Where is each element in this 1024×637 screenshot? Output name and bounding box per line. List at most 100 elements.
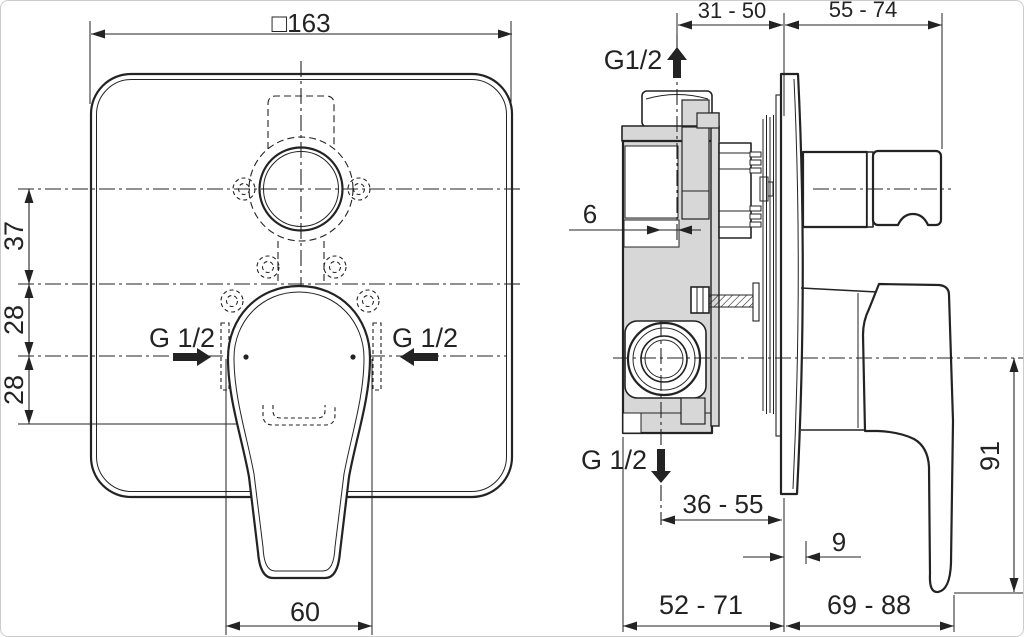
arrowhead-icon — [768, 515, 782, 525]
arrowhead-icon — [785, 20, 799, 30]
mount-ear — [323, 255, 347, 279]
arrowhead-icon — [24, 342, 34, 356]
arrowhead-icon — [769, 20, 783, 30]
dimension-text-28: 28 — [1, 375, 29, 405]
inlet-right: G 1/2 — [392, 323, 458, 366]
flow-down-arrow-icon — [651, 449, 671, 483]
outlet-bottom-label: G 1/2 — [581, 445, 647, 475]
dimension-text-37: 37 — [1, 221, 29, 251]
arrowhead-icon — [1009, 358, 1019, 372]
riser-column — [681, 126, 710, 220]
body-notch — [622, 412, 642, 434]
mounting-plate-bar — [710, 112, 720, 427]
dimension-text: 6 — [583, 199, 597, 229]
body-ear — [220, 289, 244, 313]
front-view: G 1/2 G 1/2 □163 37 28 28 — [1, 8, 523, 635]
arrowhead-icon — [1009, 578, 1019, 592]
arrowhead-icon — [24, 284, 34, 298]
dimension-text: 55 - 74 — [829, 1, 898, 22]
body-band — [623, 219, 680, 248]
handle-outline — [226, 284, 372, 580]
arrowhead-icon — [786, 621, 800, 631]
body-ear-hole — [361, 294, 375, 308]
valve-body-section — [621, 90, 720, 435]
inlet-left: G 1/2 — [149, 323, 215, 366]
dimension-handle-60: 60 — [225, 359, 373, 635]
arrowhead-icon — [770, 621, 784, 631]
outlet-top-label: G1/2 — [604, 45, 663, 75]
body-ear — [356, 289, 380, 313]
riser-box-dashed — [267, 95, 335, 149]
dimension-text: 69 - 88 — [827, 590, 911, 620]
shower-outlet — [258, 146, 344, 232]
dimension-outlet-depth: 36 - 55 — [661, 489, 782, 525]
hub-end-block — [871, 149, 943, 227]
flow-up-arrow-icon — [667, 47, 687, 78]
body-ear-hole — [225, 294, 239, 308]
dimension-text: 9 — [832, 527, 846, 557]
mount-ear-hole — [261, 260, 275, 274]
screw-head — [690, 286, 710, 314]
dimension-text: 91 — [975, 441, 1005, 471]
lever-blade — [861, 282, 955, 594]
function-box-dashed — [262, 405, 336, 426]
function-box-inner-dashed — [272, 405, 326, 419]
arrowhead-icon — [91, 29, 105, 39]
screw-nut — [752, 282, 760, 322]
arrowhead-icon — [24, 356, 34, 370]
flange-ear — [232, 177, 256, 201]
arrowhead-icon — [24, 410, 34, 424]
dimension-text: 31 - 50 — [698, 1, 767, 23]
arrowhead-icon — [24, 270, 34, 284]
inlet-right-label: G 1/2 — [392, 323, 458, 353]
dimension-axis-offset-6: 6 — [569, 199, 701, 235]
mount-ear — [256, 255, 280, 279]
dimension-width-163: □163 — [89, 8, 512, 104]
break-wave — [896, 212, 930, 227]
handle-mark-right — [350, 354, 356, 360]
arrowhead-icon — [358, 621, 372, 631]
body-cavity — [624, 145, 679, 219]
outlet-port-thread — [640, 335, 688, 383]
plate-tab-top — [696, 112, 720, 129]
union-left-dashed — [220, 322, 230, 391]
outlet-bottom: G 1/2 — [581, 445, 671, 483]
handle-side — [800, 149, 955, 594]
outlet-port-bore — [644, 339, 684, 379]
arrowhead-icon — [24, 189, 34, 203]
inlet-right-flow-arrow-icon — [400, 348, 438, 366]
handle-skirt — [800, 287, 878, 431]
outlet-circle-inner — [263, 151, 339, 227]
inlet-left-flow-arrow-icon — [173, 348, 211, 366]
arrowhead-icon — [623, 621, 637, 631]
union-right-dashed — [372, 322, 382, 391]
arrowhead-icon — [770, 552, 784, 562]
handle-inner-line — [233, 291, 365, 572]
outlet-port-ring — [632, 327, 696, 391]
arrowhead-icon — [661, 515, 675, 525]
arrowhead-icon — [647, 225, 661, 235]
inlet-left-label: G 1/2 — [149, 323, 215, 353]
arrowhead-icon — [806, 552, 820, 562]
sleeve-lines — [762, 115, 774, 414]
arrowhead-icon — [678, 225, 692, 235]
dimension-plate-protrusion-9: 9 — [743, 527, 861, 564]
handle-front — [226, 284, 372, 580]
flange-ear-hole — [237, 182, 251, 196]
outlet-circle-outer — [258, 146, 344, 232]
escutcheon-profile — [779, 72, 804, 496]
arrowhead-icon — [940, 621, 954, 631]
dimension-text: □163 — [271, 8, 330, 38]
outlet-port-outer — [626, 321, 702, 397]
cartridge-block — [718, 142, 752, 239]
dimension-depth-bottom: 52 - 71 69 - 88 — [622, 437, 955, 632]
dimension-handle-height-91: 91 — [954, 358, 1023, 594]
arrowhead-icon — [928, 20, 942, 30]
handle-mark-left — [243, 354, 249, 360]
escutcheon-side — [779, 72, 804, 496]
plate-tab-bottom — [680, 397, 706, 425]
dimension-text: 36 - 55 — [683, 489, 764, 519]
screw-thread-shaft — [708, 294, 754, 308]
